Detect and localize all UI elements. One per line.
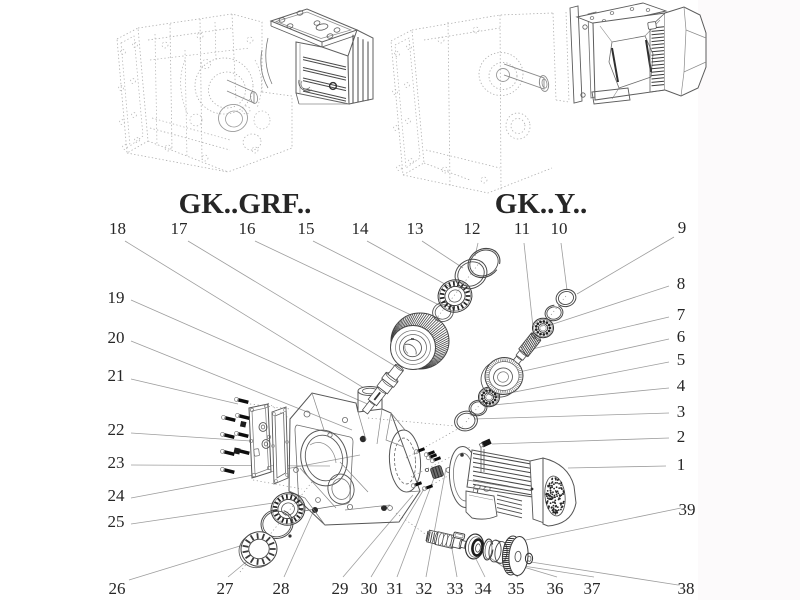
svg-text:37: 37 — [584, 579, 602, 598]
svg-text:6: 6 — [677, 327, 686, 346]
svg-text:32: 32 — [416, 579, 433, 598]
svg-text:8: 8 — [677, 274, 686, 293]
svg-text:2: 2 — [677, 427, 686, 446]
svg-text:21: 21 — [108, 366, 125, 385]
svg-text:9: 9 — [678, 218, 687, 237]
svg-text:7: 7 — [677, 305, 686, 324]
svg-text:31: 31 — [387, 579, 404, 598]
svg-text:29: 29 — [332, 579, 349, 598]
svg-text:12: 12 — [464, 219, 481, 238]
svg-text:24: 24 — [108, 486, 126, 505]
svg-text:15: 15 — [298, 219, 315, 238]
svg-text:35: 35 — [508, 579, 525, 598]
svg-text:36: 36 — [547, 579, 564, 598]
svg-text:GK..Y..: GK..Y.. — [495, 188, 587, 220]
svg-text:4: 4 — [677, 376, 686, 395]
svg-text:3: 3 — [677, 402, 686, 421]
svg-text:GK..GRF..: GK..GRF.. — [179, 188, 312, 220]
svg-text:39: 39 — [679, 500, 696, 519]
svg-text:14: 14 — [352, 219, 370, 238]
svg-text:22: 22 — [108, 420, 125, 439]
svg-text:20: 20 — [108, 328, 125, 347]
svg-text:13: 13 — [407, 219, 424, 238]
svg-text:34: 34 — [475, 579, 493, 598]
svg-text:16: 16 — [239, 219, 256, 238]
svg-text:33: 33 — [447, 579, 464, 598]
svg-text:27: 27 — [217, 579, 235, 598]
svg-text:17: 17 — [171, 219, 189, 238]
svg-text:11: 11 — [514, 219, 530, 238]
svg-text:38: 38 — [678, 579, 695, 598]
svg-text:25: 25 — [108, 512, 125, 531]
svg-text:23: 23 — [108, 453, 125, 472]
svg-text:26: 26 — [109, 579, 126, 598]
svg-text:19: 19 — [108, 288, 125, 307]
svg-text:5: 5 — [677, 350, 686, 369]
svg-text:1: 1 — [677, 455, 686, 474]
svg-text:28: 28 — [273, 579, 290, 598]
svg-text:30: 30 — [361, 579, 378, 598]
svg-text:10: 10 — [551, 219, 568, 238]
svg-text:18: 18 — [109, 219, 126, 238]
